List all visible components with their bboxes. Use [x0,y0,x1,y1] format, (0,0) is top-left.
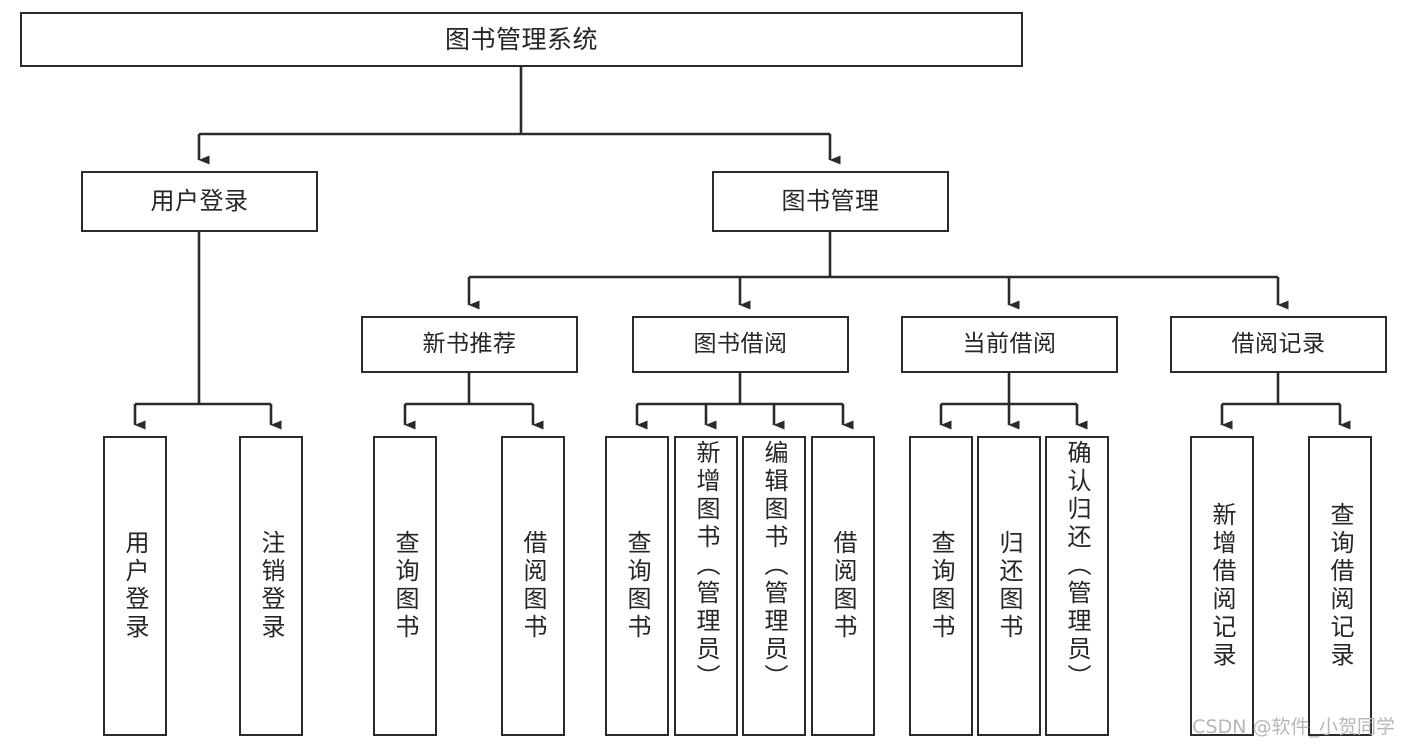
node-label: 图书管理系统 [444,24,598,54]
node-label: 查询图书 [623,530,651,642]
leaf-logout[interactable]: 注销登录 [239,436,303,736]
node-new-book-recommend[interactable]: 新书推荐 [361,316,578,373]
node-label: 新增借阅记录 [1208,502,1236,670]
leaf-query-book-borrow[interactable]: 查询图书 [605,436,669,736]
node-label: 确认归还（管理员） [1063,440,1091,692]
leaf-borrow-book[interactable]: 借阅图书 [811,436,875,736]
node-label: 图书管理 [781,187,880,216]
leaf-query-book-recommend[interactable]: 查询图书 [373,436,437,736]
node-book-borrow[interactable]: 图书借阅 [632,316,849,373]
node-label: 查询图书 [391,530,419,642]
node-label: 新增图书（管理员） [692,440,720,692]
node-label: 图书借阅 [693,330,788,357]
node-label: 查询图书 [927,530,955,642]
node-root-book-management-system[interactable]: 图书管理系统 [20,12,1023,67]
leaf-query-borrow-record[interactable]: 查询借阅记录 [1308,436,1372,736]
node-label: 归还图书 [995,530,1023,642]
leaf-return-book[interactable]: 归还图书 [977,436,1041,736]
node-label: 借阅记录 [1231,330,1326,357]
node-label: 借阅图书 [829,530,857,642]
node-borrow-record[interactable]: 借阅记录 [1170,316,1387,373]
leaf-query-book-current[interactable]: 查询图书 [909,436,973,736]
leaf-edit-book-admin[interactable]: 编辑图书（管理员） [742,436,806,736]
node-label: 借阅图书 [519,530,547,642]
node-label: 用户登录 [150,187,249,216]
node-label: 新书推荐 [422,330,517,357]
node-label: 查询借阅记录 [1326,502,1354,670]
node-book-management[interactable]: 图书管理 [712,171,949,232]
node-label: 用户登录 [121,530,149,642]
leaf-confirm-return-admin[interactable]: 确认归还（管理员） [1045,436,1109,736]
leaf-add-borrow-record[interactable]: 新增借阅记录 [1190,436,1254,736]
node-label: 编辑图书（管理员） [760,440,788,692]
node-label: 注销登录 [257,530,285,642]
node-user-login[interactable]: 用户登录 [81,171,318,232]
node-current-borrow[interactable]: 当前借阅 [901,316,1118,373]
node-label: 当前借阅 [962,330,1057,357]
leaf-borrow-book-recommend[interactable]: 借阅图书 [501,436,565,736]
leaf-add-book-admin[interactable]: 新增图书（管理员） [674,436,738,736]
watermark-text: CSDN @软件_小贺同学 [1192,716,1395,738]
leaf-user-login[interactable]: 用户登录 [103,436,167,736]
